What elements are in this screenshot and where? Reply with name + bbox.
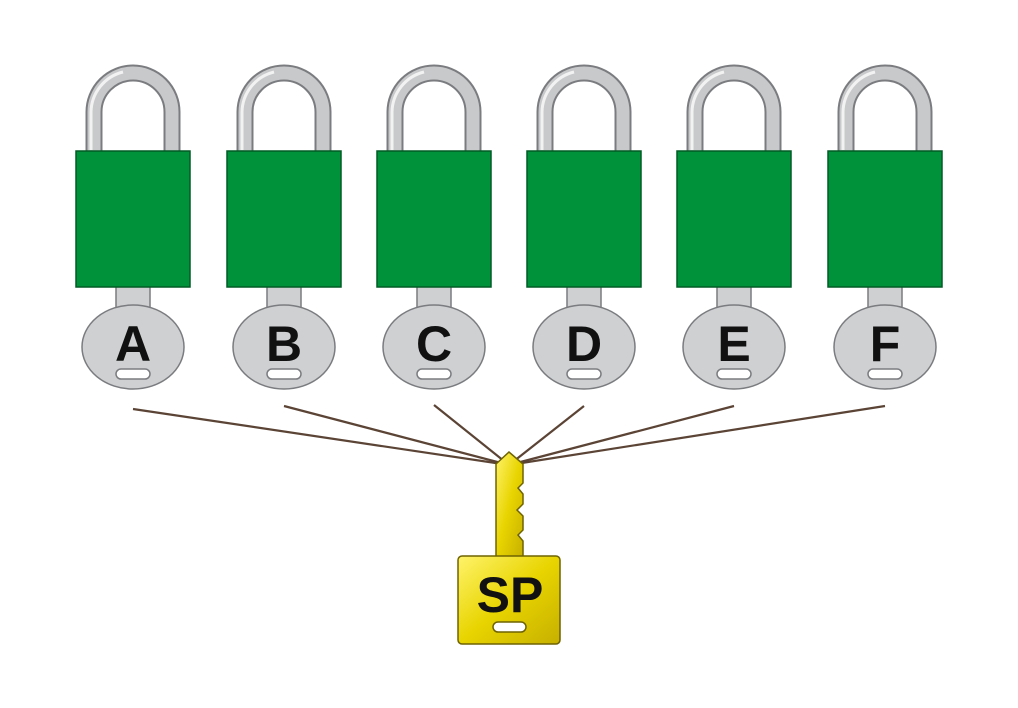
key-hole [867, 368, 903, 380]
padlock-e: E [676, 64, 792, 390]
key-tag [232, 304, 336, 390]
padlock-f: F [827, 64, 943, 390]
shackle-fill [688, 66, 780, 152]
key-hole [266, 368, 302, 380]
lock-body [376, 150, 492, 288]
padlock-c: C [376, 64, 492, 390]
key-label-f: F [870, 316, 901, 372]
shackle-fill [538, 66, 630, 152]
key-tag [532, 304, 636, 390]
master-key-icon [457, 450, 561, 645]
key-stem-join [267, 312, 301, 318]
key-hole [115, 368, 151, 380]
key-stem-join [417, 312, 451, 318]
key-stem-join [116, 312, 150, 318]
master-key-label: SP [477, 567, 544, 623]
shackle-fill [839, 66, 931, 152]
key-hole [716, 368, 752, 380]
padlock-icon [75, 64, 191, 390]
padlock-d: D [526, 64, 642, 390]
padlock-icon [376, 64, 492, 390]
padlock-icon [226, 64, 342, 390]
key-label-e: E [717, 316, 750, 372]
key-label-a: A [115, 316, 151, 372]
key-head [457, 555, 561, 645]
padlock-icon [827, 64, 943, 390]
shackle-fill [388, 66, 480, 152]
lock-body [226, 150, 342, 288]
connector-line [508, 404, 735, 467]
connector-lines [132, 404, 886, 467]
key-tag [81, 304, 185, 390]
shackle-highlight [540, 70, 575, 150]
shackle-highlight [390, 70, 425, 150]
key-hole [492, 621, 527, 633]
key-stem-join [567, 312, 601, 318]
connector-line [283, 404, 510, 467]
shackle-fill [238, 66, 330, 152]
lock-body [526, 150, 642, 288]
connector-line [132, 407, 510, 467]
lock-body [75, 150, 191, 288]
shackle-highlight [240, 70, 275, 150]
shackle-highlight [89, 70, 124, 150]
padlock-b: B [226, 64, 342, 390]
master-key: SP [457, 450, 561, 645]
lock-body [827, 150, 943, 288]
shackle-highlight [841, 70, 876, 150]
key-tag [682, 304, 786, 390]
key-label-b: B [266, 316, 302, 372]
key-hole [416, 368, 452, 380]
key-tag [382, 304, 486, 390]
key-stem-join [717, 312, 751, 318]
connector-line [433, 404, 510, 466]
key-label-c: C [416, 316, 452, 372]
key-hole [566, 368, 602, 380]
shackle-fill [87, 66, 179, 152]
key-tag [833, 304, 937, 390]
key-label-d: D [566, 316, 602, 372]
padlock-icon [526, 64, 642, 390]
connector-line [508, 404, 886, 467]
connector-line [508, 405, 585, 466]
padlock-a: A [75, 64, 191, 390]
key-blade [495, 450, 524, 558]
padlock-icon [676, 64, 792, 390]
key-stem-join [868, 312, 902, 318]
shackle-highlight [690, 70, 725, 150]
lock-body [676, 150, 792, 288]
